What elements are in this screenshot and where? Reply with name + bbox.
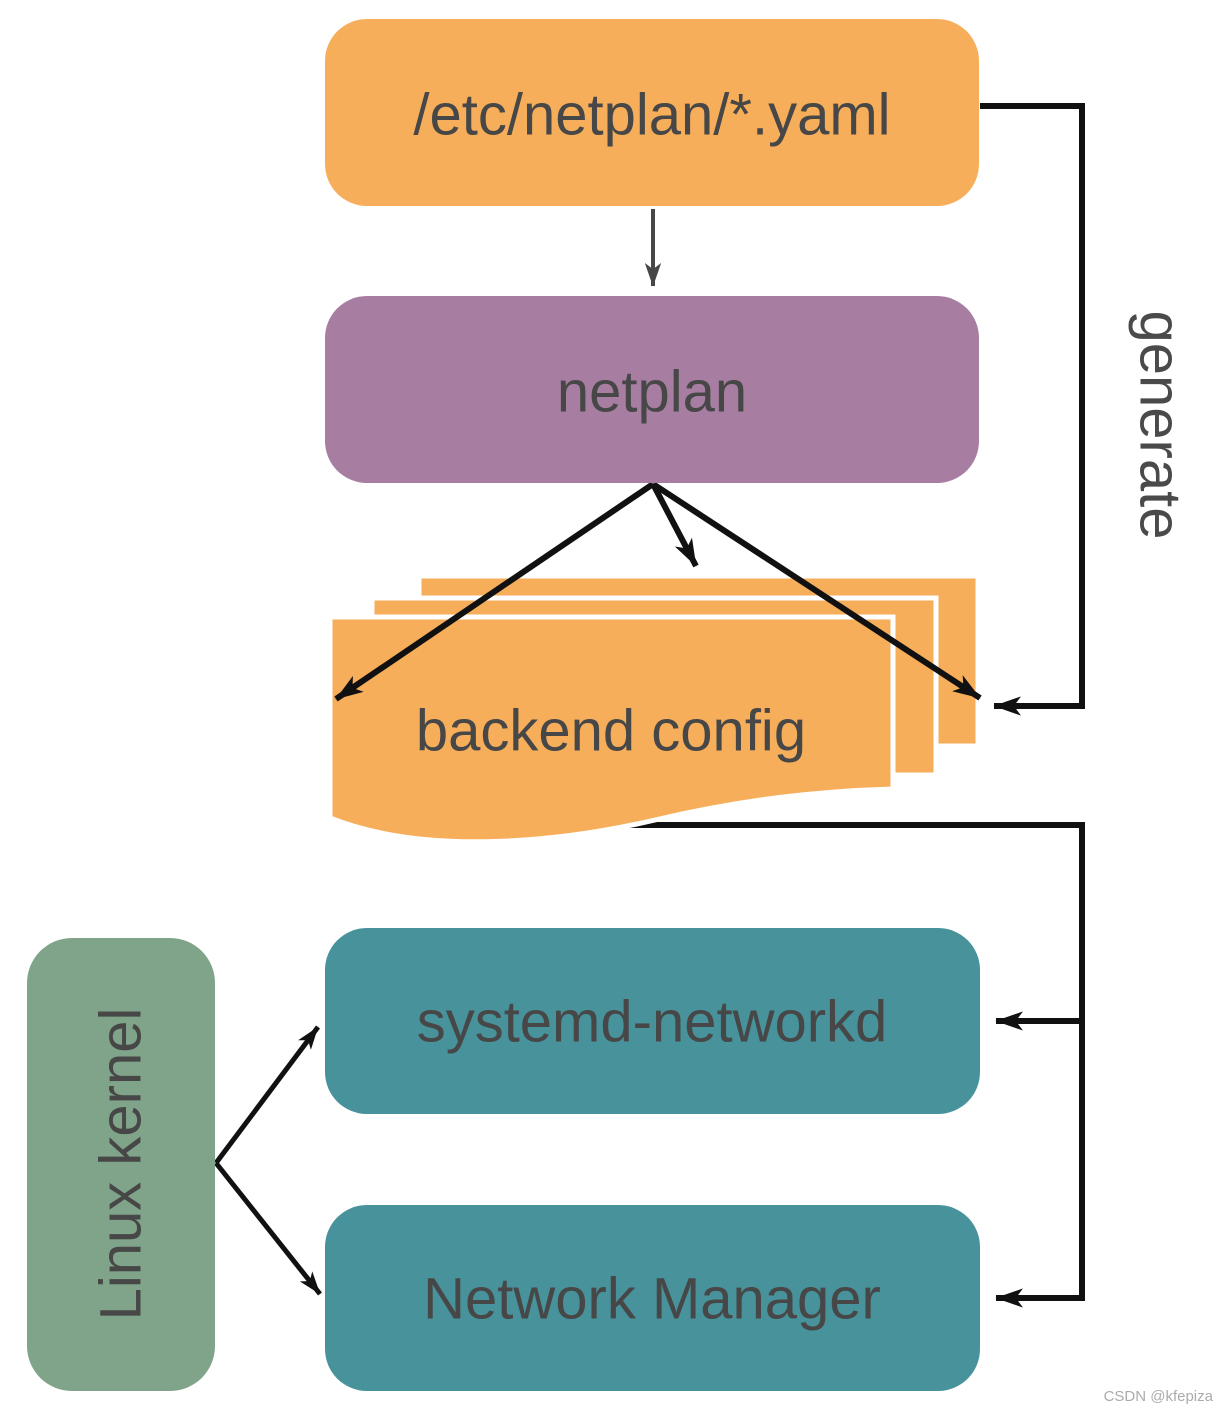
network-manager-box — [325, 1205, 980, 1391]
edge-netplan-to-backend-middle — [650, 482, 699, 568]
edge-generate — [980, 103, 1085, 716]
node-network-manager: Network Manager — [325, 1205, 980, 1391]
netplan-yaml-label: /etc/netplan/*.yaml — [413, 83, 890, 148]
netplan-box — [325, 296, 979, 483]
node-systemd-networkd: systemd-networkd — [325, 928, 980, 1114]
linux-kernel-label: Linux kernel — [89, 1008, 154, 1321]
node-netplan-yaml: /etc/netplan/*.yaml — [325, 19, 979, 206]
backend-config-label: backend config — [416, 699, 806, 764]
edge-kernel-to-systemd-networkd — [214, 1025, 320, 1165]
edge-kernel-to-network-manager — [214, 1161, 322, 1296]
edge-backend-to-network-manager — [545, 822, 1085, 1308]
generate-edge-label: generate — [1128, 311, 1193, 540]
node-netplan: netplan — [325, 296, 979, 483]
systemd-networkd-box — [325, 928, 980, 1114]
linux-kernel-box — [27, 938, 215, 1391]
edge-netplan-to-backend-right — [651, 481, 982, 701]
network-manager-label: Network Manager — [423, 1267, 881, 1332]
edges-kernel-to-daemons — [214, 1025, 322, 1296]
edge-netplan-to-backend-left — [334, 481, 655, 702]
edges-netplan-to-backends — [334, 481, 982, 702]
node-linux-kernel: Linux kernel — [27, 938, 215, 1391]
netplan-yaml-box — [325, 19, 979, 206]
backend-config-page-front — [327, 614, 896, 845]
node-backend-config-stack: backend config — [327, 573, 981, 845]
systemd-networkd-label: systemd-networkd — [417, 990, 888, 1055]
netplan-label: netplan — [557, 360, 747, 425]
watermark: CSDN @kfepiza — [1104, 1388, 1214, 1405]
